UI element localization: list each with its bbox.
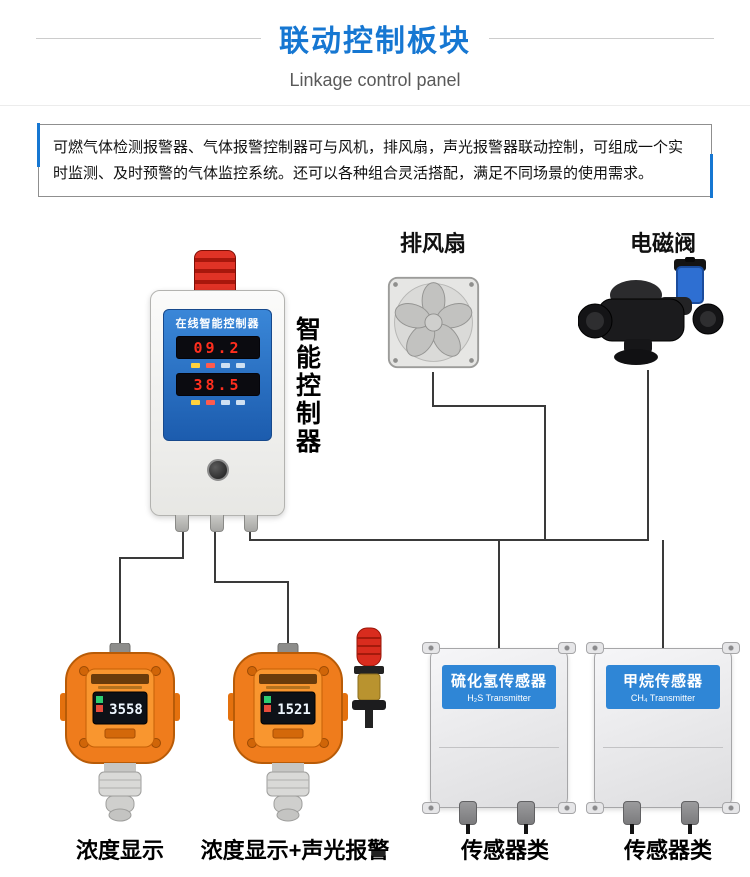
- page-subtitle: Linkage control panel: [289, 70, 461, 90]
- detector1-screen-value: 3558: [109, 702, 143, 718]
- caption-concentration-display-alarm: 浓度显示+声光报警: [200, 838, 390, 863]
- fan-label: 排风扇: [399, 231, 466, 256]
- title-row: 联动控制板块: [0, 16, 750, 60]
- mounting-ear: [558, 802, 576, 814]
- mounting-ear: [422, 642, 440, 654]
- gas-detector-with-alarm: 1521: [228, 643, 348, 822]
- controller-alarm-beacon: [194, 250, 236, 294]
- caption-sensor-type-2: 传感器类: [623, 838, 712, 863]
- cable-gland: [459, 801, 477, 825]
- mounting-ear: [586, 642, 604, 654]
- sensor2-name-en: CH₄ Transmitter: [630, 693, 696, 703]
- sensor1-name-band: 硫化氢传感器 H₂S Transmitter: [442, 665, 556, 709]
- h2s-transmitter: 硫化氢传感器 H₂S Transmitter: [422, 642, 576, 834]
- wire-detector1: [119, 516, 184, 650]
- description-box: 可燃气体检测报警器、气体报警控制器可与风机，排风扇，声光报警器联动控制，可组成一…: [37, 123, 713, 198]
- cable: [524, 824, 528, 834]
- description-text: 可燃气体检测报警器、气体报警控制器可与风机，排风扇，声光报警器联动控制，可组成一…: [53, 139, 684, 182]
- title-divider-right: [489, 37, 714, 39]
- detector2-screen-value: 1521: [277, 702, 311, 718]
- controller-display-1: 09.2: [175, 336, 260, 359]
- exhaust-fan-image: [387, 276, 480, 369]
- mounting-ear: [558, 642, 576, 654]
- mounting-ear: [422, 802, 440, 814]
- wire-fan: [432, 372, 546, 540]
- sensor1-name-en: H₂S Transmitter: [467, 693, 531, 703]
- controller-side-label: 智能控制器: [292, 316, 321, 456]
- controller-indicator-leds-1: [164, 363, 271, 368]
- caption-sensor-type-1: 传感器类: [460, 838, 549, 863]
- cable: [466, 824, 470, 834]
- mounting-ear: [586, 802, 604, 814]
- page-title: 联动控制板块: [279, 25, 471, 58]
- controller-display-2: 38.5: [175, 373, 260, 396]
- controller-front-panel: 在线智能控制器 09.2 38.5: [163, 309, 272, 441]
- cable: [688, 824, 692, 834]
- controller-panel-title: 在线智能控制器: [175, 318, 260, 330]
- header: 联动控制板块 Linkage control panel: [0, 0, 750, 106]
- sensor1-name-cn: 硫化氢传感器: [450, 673, 547, 690]
- ch4-transmitter: 甲烷传感器 CH₄ Transmitter: [586, 642, 740, 834]
- mounting-ear: [722, 802, 740, 814]
- caption-concentration-display: 浓度显示: [75, 838, 164, 863]
- mounting-ear: [722, 642, 740, 654]
- wire-detector2: [214, 516, 289, 650]
- cable-gland: [623, 801, 641, 825]
- gas-alarm-controller: 在线智能控制器 09.2 38.5: [150, 290, 285, 532]
- controller-cable-glands: [151, 515, 284, 532]
- sound-light-alarm-icon: [352, 627, 386, 728]
- cable-gland: [681, 801, 699, 825]
- controller-indicator-leds-2: [164, 400, 271, 405]
- title-divider-left: [36, 37, 261, 39]
- sensor2-name-cn: 甲烷传感器: [622, 673, 703, 690]
- solenoid-valve-image: [578, 257, 724, 365]
- cable-gland: [517, 801, 535, 825]
- sensor2-name-band: 甲烷传感器 CH₄ Transmitter: [606, 665, 720, 709]
- controller-buzzer-knob: [207, 459, 229, 481]
- valve-label: 电磁阀: [629, 231, 696, 256]
- cable: [630, 824, 634, 834]
- gas-detector-display-only: 3558: [60, 643, 180, 822]
